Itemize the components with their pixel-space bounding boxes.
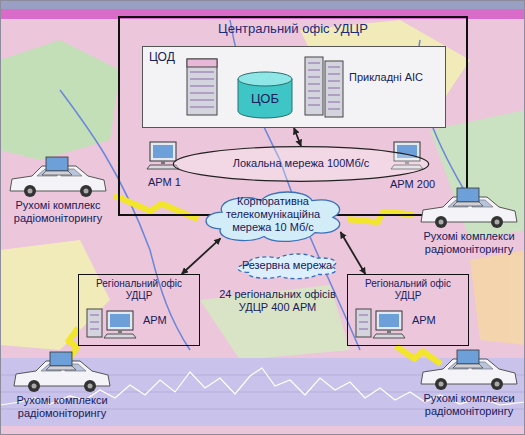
car-icon: [413, 350, 525, 392]
node-text: Регіональний офіс УДЦР: [348, 275, 468, 302]
spectrum-band: [0, 358, 525, 426]
network-link: [294, 128, 301, 146]
app-server-group: Прикладні АІС: [303, 53, 443, 123]
node-text: ЦОД: [143, 47, 445, 67]
backup-network-cloud: Резервна мережа: [232, 250, 342, 282]
database-cylinder: ЦОБ: [237, 71, 293, 119]
node-text: АРМ: [412, 314, 468, 327]
node-text: Рухомі комплекси радіомоніторингу: [6, 394, 118, 420]
network-link: [341, 232, 366, 274]
mobile-unit: Рухомі комплекс радіомоніторингу: [2, 157, 114, 227]
mobile-unit: Рухомі комплекси радіомоніторингу: [413, 188, 525, 258]
network-link: [182, 238, 221, 274]
map-rivers: [60, 20, 470, 350]
node-text: Центральний офіс УДЦР: [120, 18, 466, 37]
node-text: ЦОБ: [237, 71, 293, 107]
label-text: АРМ 1: [148, 176, 198, 189]
node-text: Рухомі комплекси радіомоніторингу: [413, 392, 525, 418]
node-text: Корпоративна телекомунікаційна мережа 10…: [198, 184, 348, 245]
equipment-icons: [303, 53, 443, 123]
node-text: Рухомі комплекс радіомоніторингу: [2, 199, 114, 225]
mobile-unit: Рухомі комплекси радіомоніторингу: [413, 350, 525, 420]
node-text: Резервна мережа: [232, 250, 342, 272]
radio-link: [396, 346, 441, 364]
car-icon: [6, 352, 118, 394]
regional-office-box: Регіональний офіс УДЦР АРМ: [78, 274, 200, 346]
node-text: АРМ: [143, 314, 199, 327]
equipment-icons: [143, 47, 445, 127]
car-icon: [2, 157, 114, 199]
node-text: Рухомі комплекси радіомоніторингу: [413, 230, 525, 256]
map-regions: [0, 20, 525, 360]
car-icon: [413, 188, 525, 230]
mobile-unit: Рухомі комплекси радіомоніторингу: [6, 352, 118, 422]
label-text: 24 регіональних офісів УДЦР 400 АРМ: [215, 288, 340, 314]
lan-ellipse: Локальна мережа 100Мб/с: [172, 146, 430, 182]
node-text: Прикладні АІС: [349, 71, 429, 84]
node-text: Регіональний офіс УДЦР: [79, 275, 199, 302]
network-cloud: Корпоративна телекомунікаційна мережа 10…: [198, 184, 348, 248]
window-title-bar: [0, 0, 525, 9]
data-center-box: ЦОД ЦОБ Прикладні АІС: [142, 46, 446, 128]
regional-office-box: Регіональний офіс УДЦР АРМ: [347, 274, 469, 346]
label-text: АРМ 200: [390, 178, 450, 191]
radio-link: [348, 212, 413, 222]
node-text: Локальна мережа 100Мб/с: [172, 146, 430, 170]
